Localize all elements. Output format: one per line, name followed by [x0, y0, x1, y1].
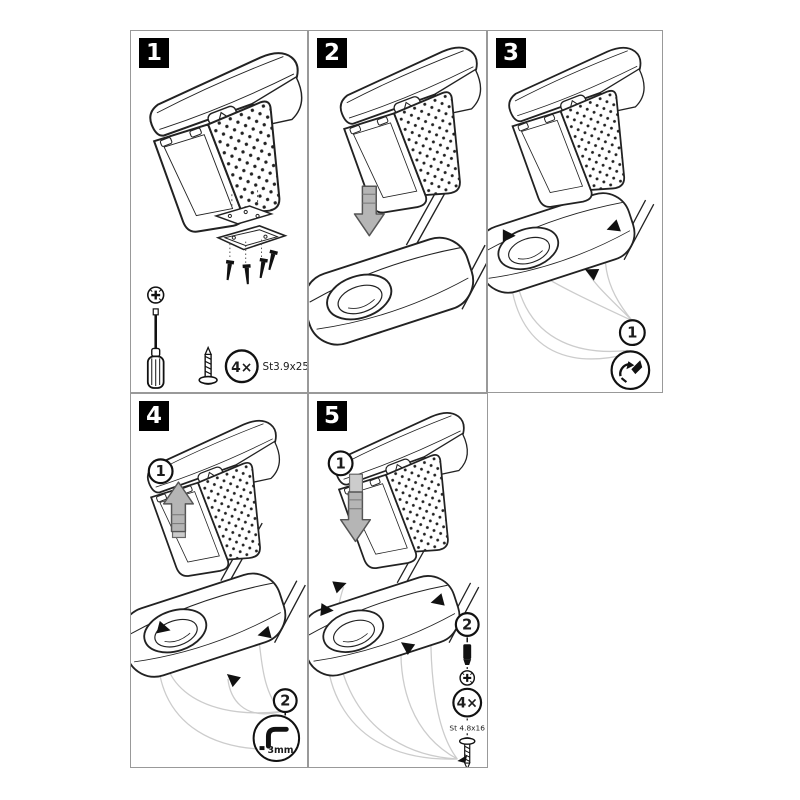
step-number-badge: 2: [317, 38, 347, 68]
callout-1-label: 1: [335, 455, 345, 472]
step-number-badge: 1: [139, 38, 169, 68]
phillips-screw-head-icon: [459, 669, 476, 687]
step-number-badge: 3: [496, 38, 526, 68]
armrest-illustration: [137, 45, 307, 244]
parts-qty-label: 4×: [231, 360, 252, 376]
up-arrow-icon: [162, 481, 195, 539]
armrest-illustration: [136, 413, 307, 587]
allen-size-label: 3mm: [267, 745, 293, 756]
step-panel-5: 5 1: [308, 393, 488, 768]
screw-spec-label: St3.9x25: [263, 361, 307, 373]
small-screw-icon: [259, 746, 265, 751]
mounting-plates-exploded: [213, 190, 288, 285]
callout-1: 1: [327, 450, 354, 477]
callout-2-label: 2: [462, 616, 472, 633]
parts-quantity-callout: 4×: [224, 349, 259, 384]
callout-2: 2: [272, 688, 298, 716]
fastener-column: 2 4× St 4.8x16: [449, 612, 485, 767]
screw-spec-label: St 4.8x16: [449, 723, 485, 732]
mounting-screws: [223, 239, 278, 285]
parts-qty-label: 4×: [457, 696, 478, 712]
down-arrow-icon: [339, 473, 372, 543]
step-panel-2: 2: [308, 30, 487, 393]
screw-icon: [458, 737, 476, 767]
driver-bit-icon: [463, 644, 472, 666]
step-panel-4: 4 1: [130, 393, 308, 768]
callout-1: 1: [618, 319, 646, 347]
black-triangle-pointer-icon: [457, 755, 468, 763]
step-1-illustration: 4× St3.9x25: [137, 45, 307, 389]
step-2-illustration: [309, 40, 486, 357]
step-3-illustration: 1: [488, 40, 662, 391]
callout-2: 2: [454, 612, 480, 637]
armrest-illustration: [328, 40, 486, 224]
ratchet-icon: [610, 350, 651, 391]
step-panel-3: 3 1: [487, 30, 663, 393]
allen-key-tool-callout: 3mm: [252, 714, 301, 762]
step-5-illustration: 1 2: [309, 405, 487, 767]
allen-key-icon: [265, 726, 289, 749]
step-panel-1: 1: [130, 30, 308, 393]
callout-1-label: 1: [155, 463, 165, 480]
screw-icon: [198, 346, 218, 385]
callout-1-label: 1: [627, 325, 637, 342]
callout-2-label: 2: [280, 693, 290, 710]
callout-1: 1: [147, 458, 174, 485]
step-4-illustration: 1 2 3mm: [131, 413, 307, 762]
screwdriver-icon: [146, 285, 165, 389]
step-number-badge: 4: [139, 401, 169, 431]
parts-quantity-callout: 4×: [452, 687, 483, 718]
step-number-badge: 5: [317, 401, 347, 431]
